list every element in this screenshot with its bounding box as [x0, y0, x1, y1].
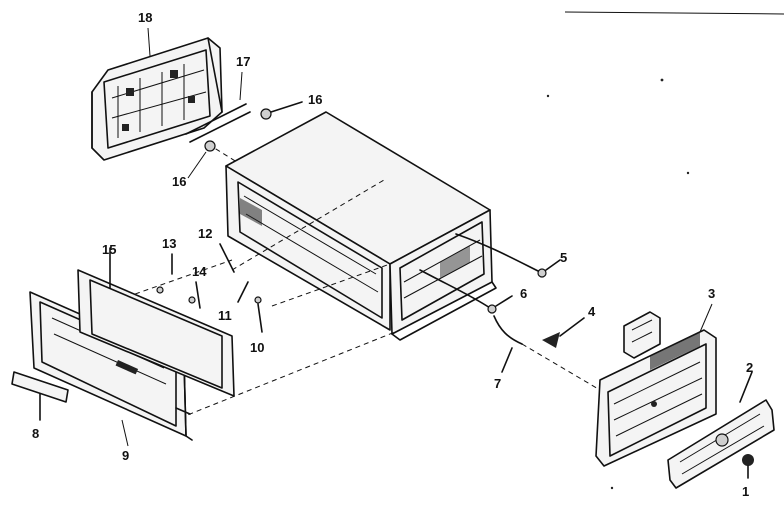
callout-18: 18 [138, 10, 152, 25]
connector-4 [521, 317, 601, 391]
clip-11 [237, 281, 249, 303]
cable-6 [419, 269, 513, 314]
screw-16-upper [260, 101, 303, 120]
callout-4: 4 [588, 304, 596, 319]
callout-1: 1 [742, 484, 749, 499]
cable-5 [455, 233, 561, 278]
callout-2: 2 [746, 360, 753, 375]
callout-3: 3 [708, 286, 715, 301]
rear-panel-18 [91, 37, 223, 161]
cable-7 [493, 315, 523, 373]
callout-labels: 18 17 16 16 5 6 4 3 7 2 1 12 13 14 15 11… [32, 10, 753, 499]
callout-5: 5 [560, 250, 567, 265]
callout-10: 10 [250, 340, 264, 355]
callout-8: 8 [32, 426, 39, 441]
callout-13: 13 [162, 236, 176, 251]
overlay-15 [77, 247, 235, 397]
callout-17: 17 [236, 54, 250, 69]
screw-16-lower [204, 140, 216, 152]
page-marks [546, 11, 784, 490]
cabinet-housing [225, 111, 497, 341]
callout-9: 9 [122, 448, 129, 463]
handle-8 [11, 371, 69, 421]
callout-16-lower: 16 [172, 174, 186, 189]
callout-6: 6 [520, 286, 527, 301]
callout-16-upper: 16 [308, 92, 322, 107]
callout-7: 7 [494, 376, 501, 391]
control-plate-2 [667, 371, 775, 489]
screw-10 [254, 296, 263, 333]
callout-12: 12 [198, 226, 212, 241]
assembly-lines [117, 179, 401, 419]
front-bezel-3 [595, 311, 717, 467]
callout-15: 15 [102, 242, 116, 257]
screws-13-14 [156, 253, 201, 309]
callout-11: 11 [218, 308, 232, 323]
knob-1 [742, 454, 754, 479]
callout-14: 14 [192, 264, 207, 279]
bracket-12 [219, 243, 235, 273]
